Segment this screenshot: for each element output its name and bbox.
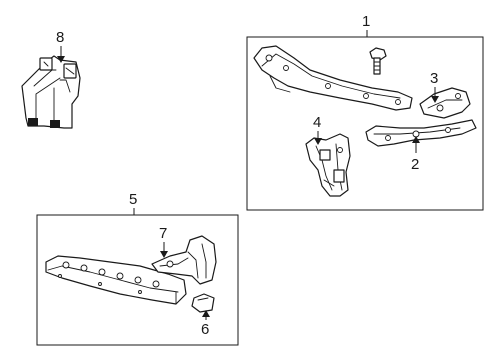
part-2-tie-bar [365,119,477,147]
callout-2-label: 2 [411,156,419,173]
part-lower-tie-bar [45,255,187,305]
group-5-frame [36,214,239,346]
part-3-bracket [419,87,471,119]
group-1-frame [246,36,484,211]
callout-8-label: 8 [56,29,64,46]
part-8-bracket [21,55,81,129]
callout-6-label: 6 [201,321,209,338]
callout-1: 1 [362,13,370,37]
callout-7: 7 [159,225,168,258]
callout-3-arrow [431,96,439,103]
callout-2: 2 [411,136,420,173]
part-4-bracket [305,133,351,197]
callout-3: 3 [430,70,439,103]
callout-6: 6 [201,310,210,338]
callout-5-label: 5 [129,191,137,208]
callout-7-label: 7 [159,225,167,242]
callout-4-label: 4 [313,114,321,131]
callout-6-arrow [202,310,210,317]
part-6-clip [191,293,215,313]
callout-4-arrow [314,138,322,145]
callout-8: 8 [56,29,65,63]
part-bolt [369,47,387,75]
callout-3-label: 3 [430,70,438,87]
callout-5: 5 [129,191,137,215]
callout-2-arrow [412,136,420,143]
part-upper-tie-bar [253,45,413,111]
callout-4: 4 [313,114,322,145]
callout-8-arrow [57,56,65,63]
part-7-bracket [151,235,217,285]
callout-7-arrow [160,251,168,258]
callout-1-label: 1 [362,13,370,30]
